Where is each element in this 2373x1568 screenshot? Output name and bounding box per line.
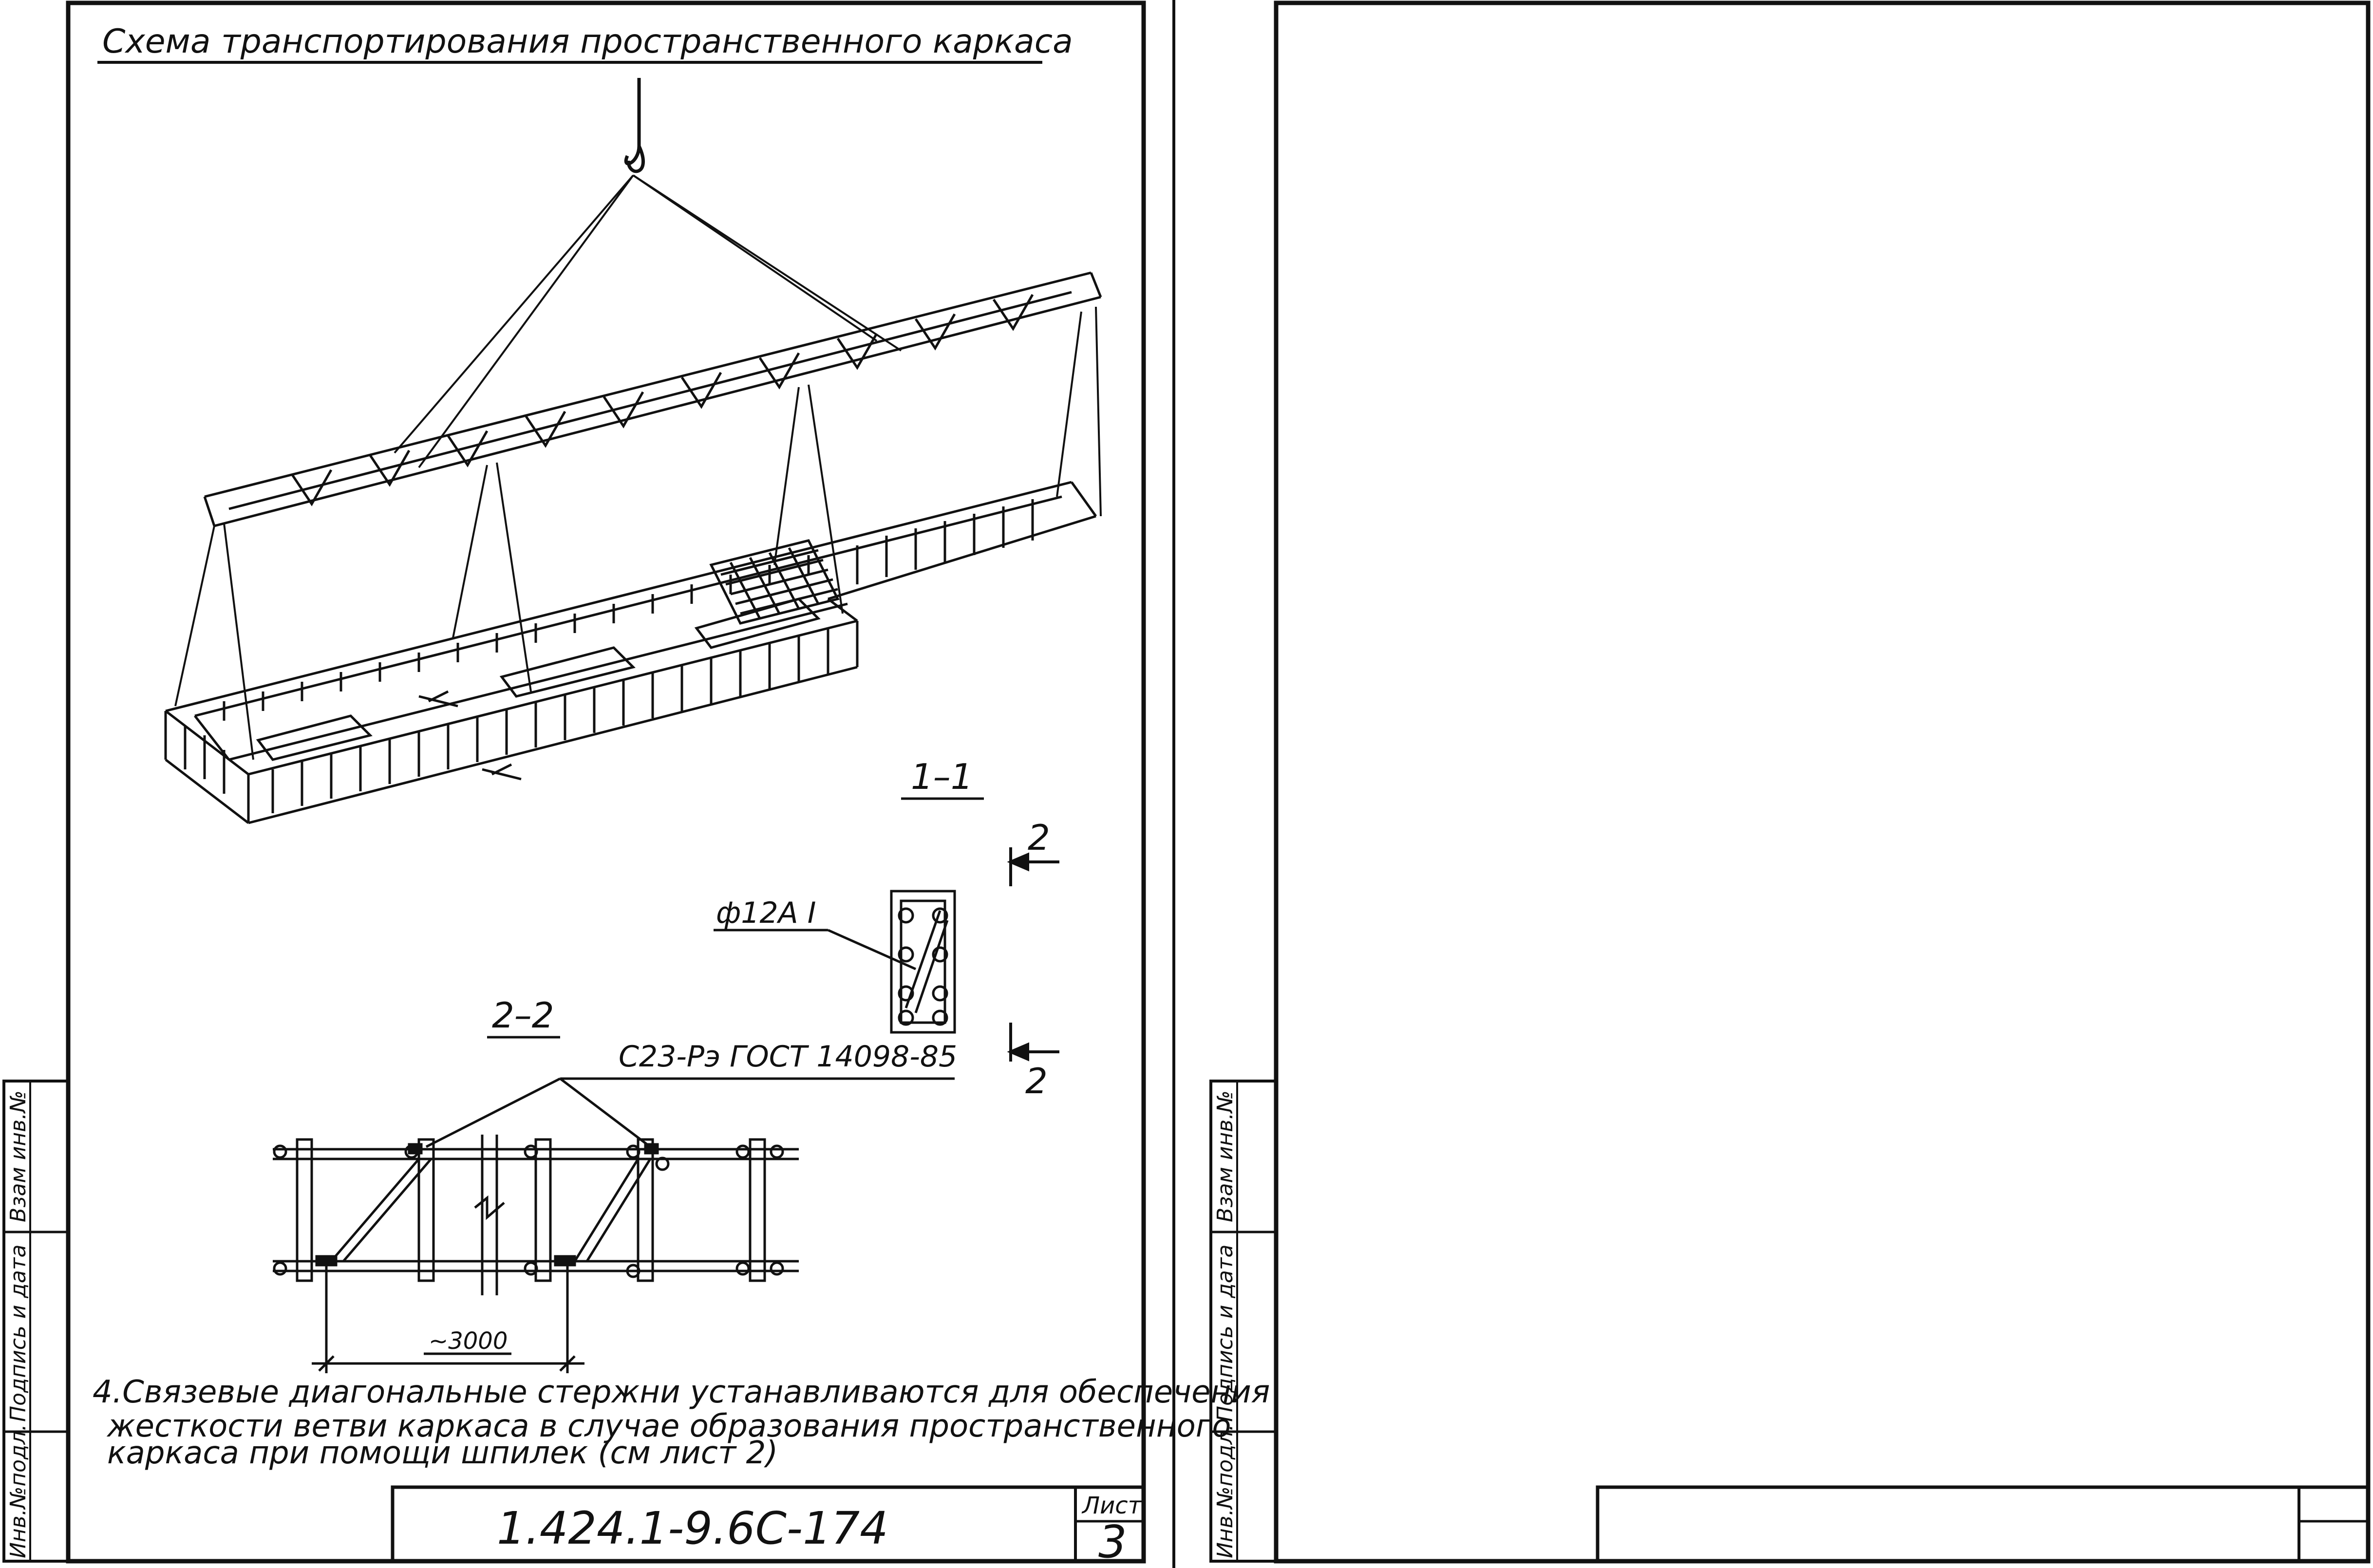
left-side-stamp [2,1080,70,1563]
note-line-2: жесткости ветви каркаса в случае образов… [106,1408,1231,1444]
dimension-label: ~3000 [429,1327,508,1355]
right-stamp-replace-inv: Взам инв.№ [1213,1090,1238,1222]
right-stamp-inv-orig: Инв.№подл. [1213,1424,1238,1558]
crane-hook [624,78,645,173]
right-side-stamp [1209,1080,1278,1563]
spreader-truss [203,271,1102,527]
section-mark-top: 2 [1028,817,1050,858]
section-2-2-label: 2–2 [492,995,554,1036]
slings [394,174,902,468]
weld-label: С23-Рэ ГОСТ 14098-85 [619,1040,957,1074]
stamp-signature-date: Подпись и дата [6,1245,31,1422]
right-stamp-signature-date: Подпись и дата [1213,1245,1238,1422]
sheet-label: Лист [1081,1492,1143,1519]
note-line-3: каркаса при помощи шпилек (см лист 2) [107,1435,778,1471]
left-sheet [2,0,1175,1568]
sheet-number: 3 [1098,1516,1127,1568]
section-2-2-detail [273,1077,955,1373]
section-mark-bottom: 2 [1025,1061,1048,1101]
right-title-block [1596,1485,2370,1563]
stamp-inv-orig: Инв.№подл. [6,1424,31,1558]
hanger-slings [174,306,1102,760]
rebar-label: ф12А I [716,896,816,930]
drawing-code: 1.424.1-9.6С-174 [497,1502,888,1554]
section-2-2-marks [1007,847,1059,1062]
section-1-1-label: 1–1 [911,756,973,797]
section-1-1-detail [714,890,956,1034]
spatial-cage [164,481,1097,824]
drawing-title: Схема транспортирования пространственног… [102,22,1073,61]
stamp-replace-inv: Взам инв.№ [6,1090,31,1222]
right-sheet [1209,0,2371,1564]
note-line-1: 4.Связевые диагональные стержни устанавл… [93,1374,1270,1410]
left-title-block [391,1485,1146,1563]
